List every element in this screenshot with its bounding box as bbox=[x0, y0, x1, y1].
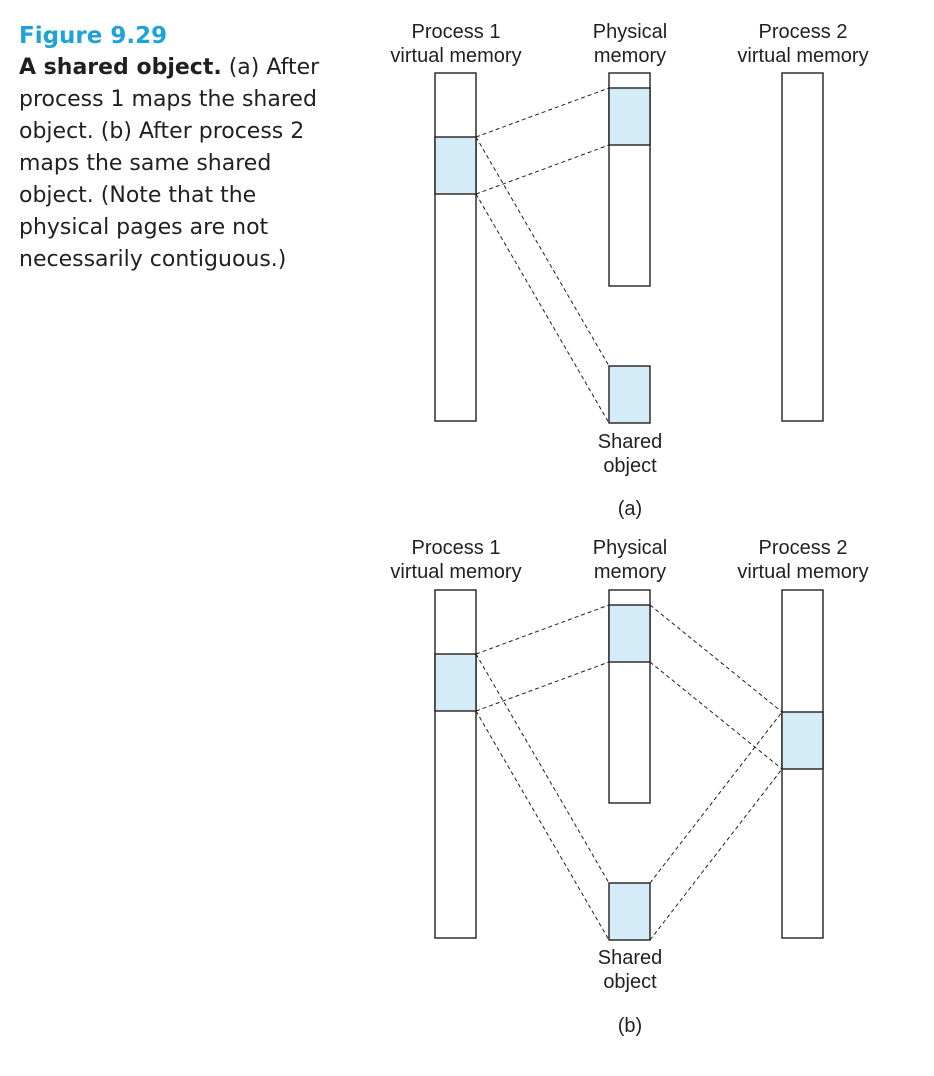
b-process2-shared-page bbox=[781, 711, 824, 770]
b-map-line bbox=[649, 768, 783, 941]
b-panel-tag: (b) bbox=[617, 1015, 643, 1037]
b-process1-shared-page bbox=[434, 653, 477, 712]
b-map-line bbox=[475, 661, 610, 712]
caption-lead: A shared object. bbox=[19, 55, 222, 80]
b-map-line bbox=[475, 653, 610, 884]
a-physical-shared-page bbox=[608, 87, 651, 146]
panel-a bbox=[434, 72, 824, 424]
b-process1-vm-column bbox=[434, 589, 477, 939]
a-map-line bbox=[475, 136, 610, 367]
b-physical-shared-page bbox=[608, 604, 651, 663]
a-map-line bbox=[475, 87, 610, 138]
a-process1-shared-page bbox=[434, 136, 477, 195]
a-panel-tag: (a) bbox=[617, 498, 643, 520]
b-map-line bbox=[649, 711, 783, 884]
a-map-line bbox=[475, 193, 610, 424]
figure-caption: Figure 9.29 A shared object. (a) After p… bbox=[19, 20, 329, 276]
a-process2-vm-column bbox=[781, 72, 824, 422]
b-map-line bbox=[475, 604, 610, 655]
caption-text: (a) After process 1 maps the shared obje… bbox=[19, 55, 320, 272]
b-map-line bbox=[649, 661, 783, 770]
b-map-line bbox=[649, 604, 783, 713]
b-shared-object-box bbox=[608, 882, 651, 941]
a-shared-object-box bbox=[608, 365, 651, 424]
a-process1-vm-column bbox=[434, 72, 477, 422]
figure-number: Figure 9.29 bbox=[19, 23, 168, 49]
a-map-line bbox=[475, 144, 610, 195]
panel-b bbox=[434, 589, 824, 941]
b-map-line bbox=[475, 710, 610, 941]
